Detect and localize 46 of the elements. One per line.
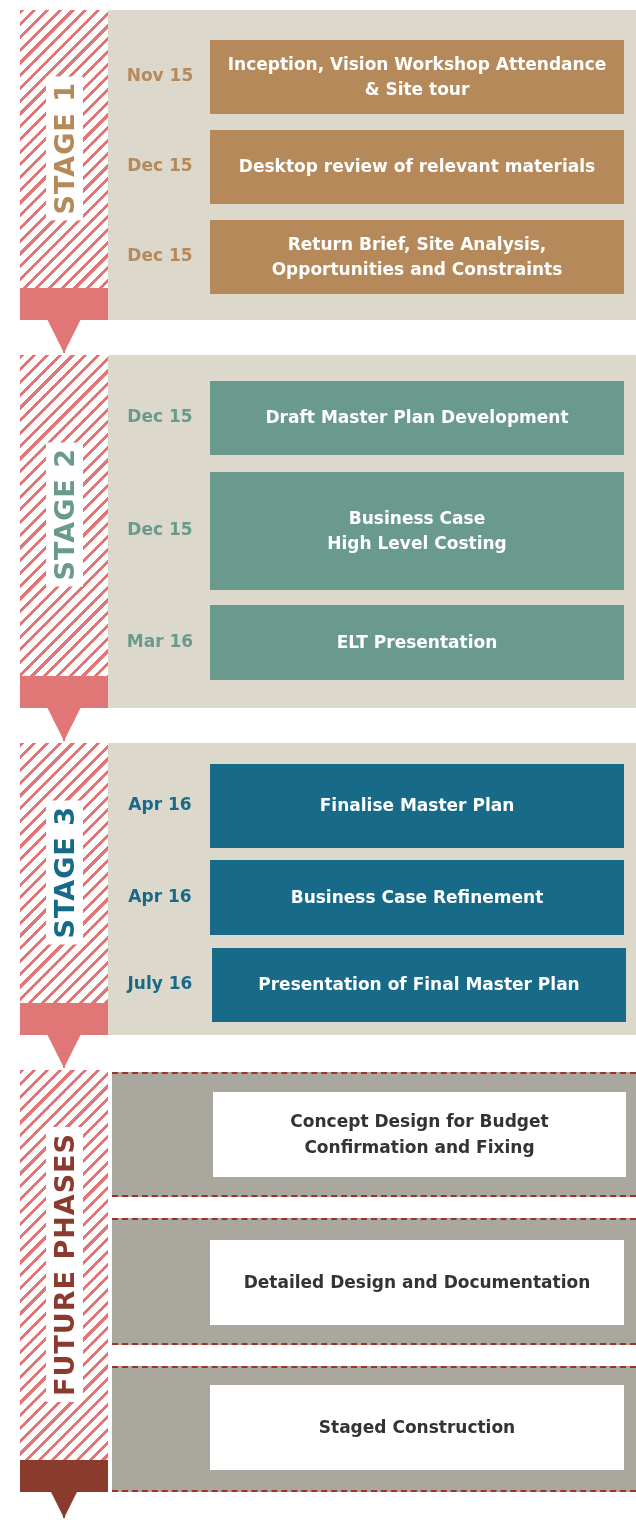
task-text: Staged Construction xyxy=(318,1415,516,1439)
task-box xyxy=(212,948,626,1022)
stage-title: STAGE 1 xyxy=(45,75,83,221)
phase-box xyxy=(213,1092,626,1177)
task-text: High Level Costing xyxy=(327,532,507,555)
phase-box xyxy=(210,1385,624,1470)
stage-panel xyxy=(20,355,636,708)
task-box xyxy=(210,381,624,455)
task-box xyxy=(210,764,624,848)
task-box xyxy=(210,605,624,680)
stage-panel xyxy=(20,743,636,1035)
task-text: Business Case xyxy=(348,506,486,530)
date-label: Apr 16 xyxy=(127,885,193,906)
stage-title: FUTURE PHASES xyxy=(45,1126,83,1402)
chevron-arrow xyxy=(47,707,81,742)
task-text: Presentation of Final Master Plan xyxy=(258,973,580,997)
task-text: Draft Master Plan Development xyxy=(265,406,569,430)
date-label: Dec 15 xyxy=(126,245,194,265)
task-box xyxy=(210,130,624,204)
chevron-arrow xyxy=(47,319,81,354)
task-text: Inception, Vision Workshop Attendance & Site tour xyxy=(226,52,608,101)
task-text: Finalise Master Plan xyxy=(319,794,515,818)
chevron-arrow xyxy=(47,1034,81,1069)
date-label: July 16 xyxy=(125,973,194,993)
task-text: Desktop review of relevant materials xyxy=(238,155,596,179)
phase-box xyxy=(210,1240,624,1325)
stage-panel xyxy=(20,1070,636,1492)
date-label: Apr 16 xyxy=(127,794,193,814)
stage-panel xyxy=(20,10,636,320)
date-label: Dec 15 xyxy=(126,155,194,175)
date-label: Dec 15 xyxy=(126,519,194,539)
date-label: Dec 15 xyxy=(126,406,194,426)
date-label: Nov 15 xyxy=(125,65,195,85)
chevron-arrow xyxy=(51,1491,77,1519)
stage-title: STAGE 2 xyxy=(45,442,83,587)
stage-title: STAGE 3 xyxy=(45,799,83,945)
date-label: Mar 16 xyxy=(125,630,195,651)
task-text: ELT Presentation xyxy=(336,630,498,654)
task-box xyxy=(210,40,624,114)
task-text: Detailed Design and Documentation xyxy=(243,1270,591,1294)
task-text: Return Brief, Site Analysis, Opportunities and Constraints xyxy=(270,232,564,281)
task-box xyxy=(210,860,624,935)
task-text: Business Case Refinement xyxy=(290,885,544,909)
task-text: Concept Design for Budget Confirmation and Fixing xyxy=(289,1110,550,1159)
task-box xyxy=(210,220,624,294)
task-box xyxy=(210,472,624,590)
